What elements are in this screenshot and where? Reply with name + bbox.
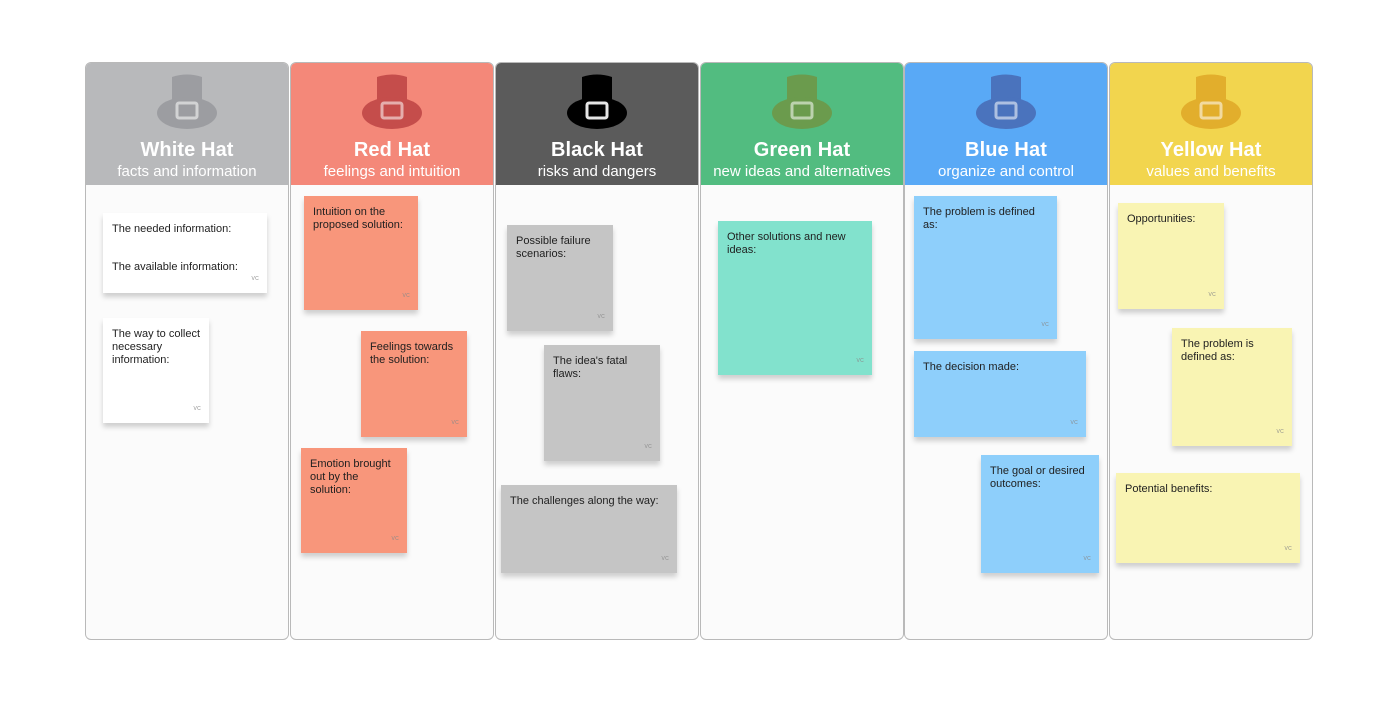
- sticky-note[interactable]: Intuition on the proposed solution: VC: [304, 196, 418, 310]
- note-text: The goal or desired outcomes:: [990, 465, 1085, 490]
- column-header: Blue Hat organize and control: [905, 63, 1107, 185]
- sticky-note[interactable]: Emotion brought out by the solution: VC: [301, 448, 407, 553]
- note-text: Intuition on the proposed solution:: [313, 206, 403, 231]
- note-text: Emotion brought out by the solution:: [310, 458, 391, 496]
- column-subtitle: risks and dangers: [537, 163, 657, 180]
- note-author-initials: VC: [597, 314, 605, 320]
- note-text: The decision made:: [923, 361, 1019, 373]
- column-white-hat: White Hat facts and information The need…: [85, 62, 289, 640]
- note-text: Feelings towards the solution:: [370, 341, 454, 366]
- sticky-note[interactable]: The problem is defined as: VC: [1172, 328, 1292, 446]
- column-header: Green Hat new ideas and alternatives: [701, 63, 903, 185]
- note-author-initials: VC: [661, 556, 669, 562]
- sticky-note[interactable]: The problem is defined as: VC: [914, 196, 1057, 339]
- note-text: Potential benefits:: [1125, 483, 1213, 495]
- column-header: Black Hat risks and dangers: [496, 63, 698, 185]
- column-title: Green Hat: [753, 139, 851, 161]
- note-author-initials: VC: [1070, 420, 1078, 426]
- note-text: The available information:: [112, 261, 238, 273]
- column-title: White Hat: [140, 139, 234, 161]
- sticky-note[interactable]: The idea's fatal flaws: VC: [544, 345, 660, 461]
- note-text: The way to collect necessary information…: [112, 328, 201, 366]
- note-text: Possible failure scenarios:: [516, 235, 591, 260]
- sticky-note[interactable]: Opportunities: VC: [1118, 203, 1224, 309]
- column-title: Yellow Hat: [1160, 139, 1262, 161]
- note-author-initials: VC: [1208, 292, 1216, 298]
- note-author-initials: VC: [193, 406, 201, 412]
- sticky-note[interactable]: The way to collect necessary information…: [103, 318, 209, 423]
- note-text: The problem is defined as:: [1181, 338, 1254, 363]
- column-subtitle: new ideas and alternatives: [713, 163, 891, 180]
- note-author-initials: VC: [251, 276, 259, 282]
- column-header: Red Hat feelings and intuition: [291, 63, 493, 185]
- note-author-initials: VC: [644, 444, 652, 450]
- column-title: Black Hat: [550, 139, 644, 161]
- note-text: The challenges along the way:: [510, 495, 659, 507]
- column-title: Red Hat: [353, 139, 431, 161]
- column-header: Yellow Hat values and benefits: [1110, 63, 1312, 185]
- column-title: Blue Hat: [965, 139, 1047, 161]
- note-text: Other solutions and new ideas:: [727, 231, 846, 256]
- column-black-hat: Black Hat risks and dangers Possible fai…: [495, 62, 699, 640]
- sticky-note[interactable]: The goal or desired outcomes: VC: [981, 455, 1099, 573]
- column-subtitle: facts and information: [117, 163, 257, 180]
- sticky-note[interactable]: Feelings towards the solution: VC: [361, 331, 467, 437]
- column-subtitle: organize and control: [938, 163, 1074, 180]
- note-author-initials: VC: [1083, 556, 1091, 562]
- column-red-hat: Red Hat feelings and intuition Intuition…: [290, 62, 494, 640]
- note-text: The problem is defined as:: [923, 206, 1035, 231]
- note-author-initials: VC: [391, 536, 399, 542]
- column-yellow-hat: Yellow Hat values and benefits Opportuni…: [1109, 62, 1313, 640]
- sticky-note[interactable]: Possible failure scenarios: VC: [507, 225, 613, 331]
- note-author-initials: VC: [451, 420, 459, 426]
- note-text: The idea's fatal flaws:: [553, 355, 628, 380]
- sticky-note[interactable]: The challenges along the way: VC: [501, 485, 677, 573]
- note-author-initials: VC: [856, 358, 864, 364]
- column-green-hat: Green Hat new ideas and alternatives Oth…: [700, 62, 904, 640]
- note-author-initials: VC: [1284, 546, 1292, 552]
- note-author-initials: VC: [1276, 429, 1284, 435]
- sticky-note[interactable]: The needed information: The available in…: [103, 213, 267, 293]
- column-subtitle: feelings and intuition: [323, 163, 461, 180]
- column-header: White Hat facts and information: [86, 63, 288, 185]
- note-text: Opportunities:: [1127, 213, 1196, 225]
- sticky-note[interactable]: Potential benefits: VC: [1116, 473, 1300, 563]
- column-blue-hat: Blue Hat organize and control The proble…: [904, 62, 1108, 640]
- sticky-note[interactable]: Other solutions and new ideas: VC: [718, 221, 872, 375]
- sticky-note[interactable]: The decision made: VC: [914, 351, 1086, 437]
- column-subtitle: values and benefits: [1146, 163, 1276, 180]
- note-author-initials: VC: [402, 293, 410, 299]
- note-text: The needed information:: [112, 223, 232, 235]
- note-author-initials: VC: [1041, 322, 1049, 328]
